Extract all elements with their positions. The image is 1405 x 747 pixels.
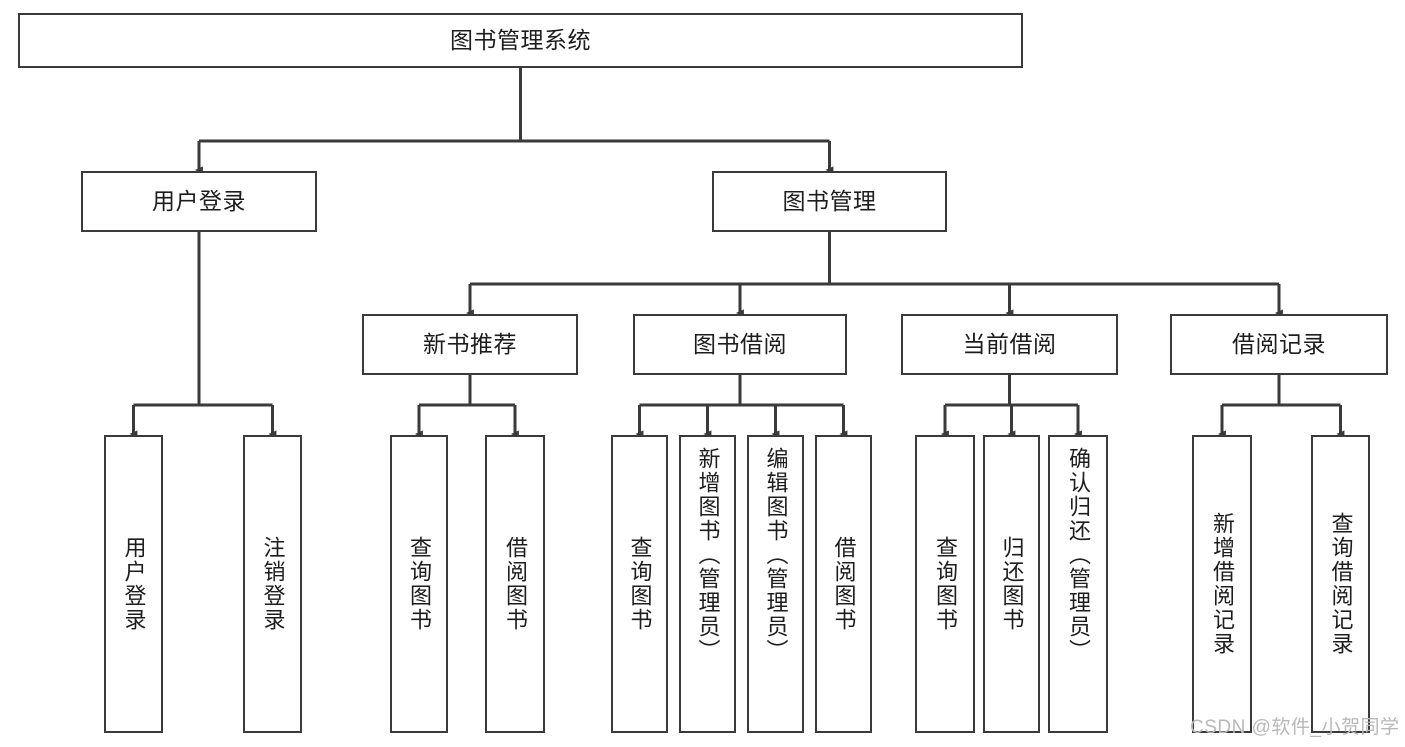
node-leaf-user-logout[interactable]: 注销登录 (243, 435, 302, 733)
node-label: 查询图书 (407, 536, 432, 632)
node-leaf-rec-query[interactable]: 查询借阅记录 (1311, 435, 1370, 733)
node-label: 新增图书（管理员） (695, 447, 721, 663)
node-newbook[interactable]: 新书推荐 (362, 314, 578, 375)
node-leaf-nb-query[interactable]: 查询图书 (390, 435, 448, 733)
node-label: 新书推荐 (423, 330, 517, 357)
node-leaf-bw-query[interactable]: 查询图书 (611, 435, 668, 733)
node-label: 用户登录 (152, 187, 246, 214)
node-label: 确认归还（管理员） (1066, 447, 1091, 663)
node-leaf-user-login[interactable]: 用户登录 (104, 435, 163, 733)
node-borrow[interactable]: 图书借阅 (633, 314, 847, 375)
node-leaf-rec-add[interactable]: 新增借阅记录 (1192, 435, 1252, 733)
node-label: 归还图书 (999, 536, 1025, 632)
node-label: 当前借阅 (962, 330, 1057, 357)
node-label: 图书借阅 (693, 330, 787, 357)
node-label: 借阅记录 (1232, 330, 1326, 357)
node-label: 编辑图书（管理员） (763, 447, 789, 663)
node-label: 新增借阅记录 (1210, 512, 1235, 656)
node-label: 查询借阅记录 (1328, 512, 1354, 656)
node-leaf-bw-edit[interactable]: 编辑图书（管理员） (747, 435, 804, 733)
node-label: 借阅图书 (503, 536, 528, 632)
node-label: 用户登录 (121, 536, 147, 632)
node-current[interactable]: 当前借阅 (901, 314, 1118, 375)
node-login[interactable]: 用户登录 (81, 171, 317, 232)
node-label: 图书管理 (782, 187, 877, 214)
node-leaf-cur-confirm[interactable]: 确认归还（管理员） (1048, 435, 1108, 733)
node-label: 注销登录 (260, 536, 286, 632)
node-record[interactable]: 借阅记录 (1170, 314, 1388, 375)
node-label: 图书管理系统 (450, 26, 591, 53)
node-leaf-cur-return[interactable]: 归还图书 (983, 435, 1040, 733)
node-leaf-bw-add[interactable]: 新增图书（管理员） (679, 435, 736, 733)
node-bookmgmt[interactable]: 图书管理 (712, 171, 947, 232)
node-label: 查询图书 (627, 536, 653, 632)
node-label: 借阅图书 (831, 536, 857, 632)
node-leaf-cur-query[interactable]: 查询图书 (915, 435, 975, 733)
node-leaf-nb-borrow[interactable]: 借阅图书 (485, 435, 545, 733)
node-root[interactable]: 图书管理系统 (18, 13, 1023, 68)
node-label: 查询图书 (933, 536, 958, 632)
node-leaf-bw-lend[interactable]: 借阅图书 (815, 435, 872, 733)
